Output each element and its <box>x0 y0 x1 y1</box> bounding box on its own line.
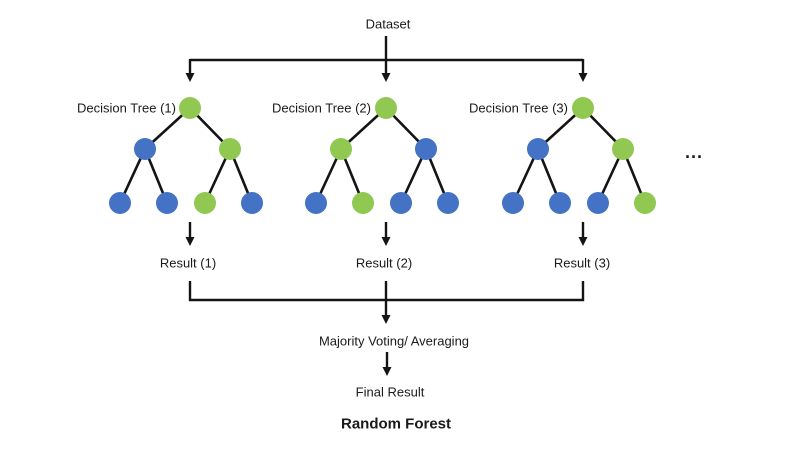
decision-tree-1-label: Decision Tree (1) <box>77 100 176 116</box>
tree-node-green <box>219 138 241 160</box>
tree-node-green <box>179 97 201 119</box>
tree-node-blue <box>587 192 609 214</box>
tree-node-green <box>612 138 634 160</box>
majority-voting-label: Majority Voting/ Averaging <box>318 333 470 349</box>
diagram-title: Random Forest <box>340 415 452 433</box>
decision-tree-1-graph <box>109 97 263 214</box>
result-3-label: Result (3) <box>553 255 611 271</box>
result-1-label: Result (1) <box>159 255 217 271</box>
tree-node-green <box>330 138 352 160</box>
final-result-label: Final Result <box>355 384 425 400</box>
more-trees-ellipsis: ... <box>684 142 704 162</box>
decision-tree-2-graph <box>305 97 459 214</box>
decision-trees-layer <box>109 97 656 214</box>
tree-node-blue <box>415 138 437 160</box>
tree-node-blue <box>241 192 263 214</box>
dataset-fanout-arrows <box>185 36 588 82</box>
tree-node-blue <box>134 138 156 160</box>
tree-node-blue <box>390 192 412 214</box>
tree-node-blue <box>156 192 178 214</box>
tree-node-blue <box>502 192 524 214</box>
tree-node-green <box>194 192 216 214</box>
result-2-label: Result (2) <box>355 255 413 271</box>
tree-node-blue <box>549 192 571 214</box>
result-arrows <box>185 222 588 246</box>
decision-tree-2-label: Decision Tree (2) <box>272 100 371 116</box>
tree-node-blue <box>305 192 327 214</box>
tree-node-green <box>375 97 397 119</box>
decision-tree-3-graph <box>502 97 656 214</box>
tree-node-blue <box>437 192 459 214</box>
aggregation-bracket <box>188 281 585 376</box>
tree-node-green <box>352 192 374 214</box>
dataset-label: Dataset <box>365 16 411 32</box>
tree-node-green <box>572 97 594 119</box>
tree-node-green <box>634 192 656 214</box>
decision-tree-3-label: Decision Tree (3) <box>469 100 568 116</box>
tree-node-blue <box>527 138 549 160</box>
tree-node-blue <box>109 192 131 214</box>
